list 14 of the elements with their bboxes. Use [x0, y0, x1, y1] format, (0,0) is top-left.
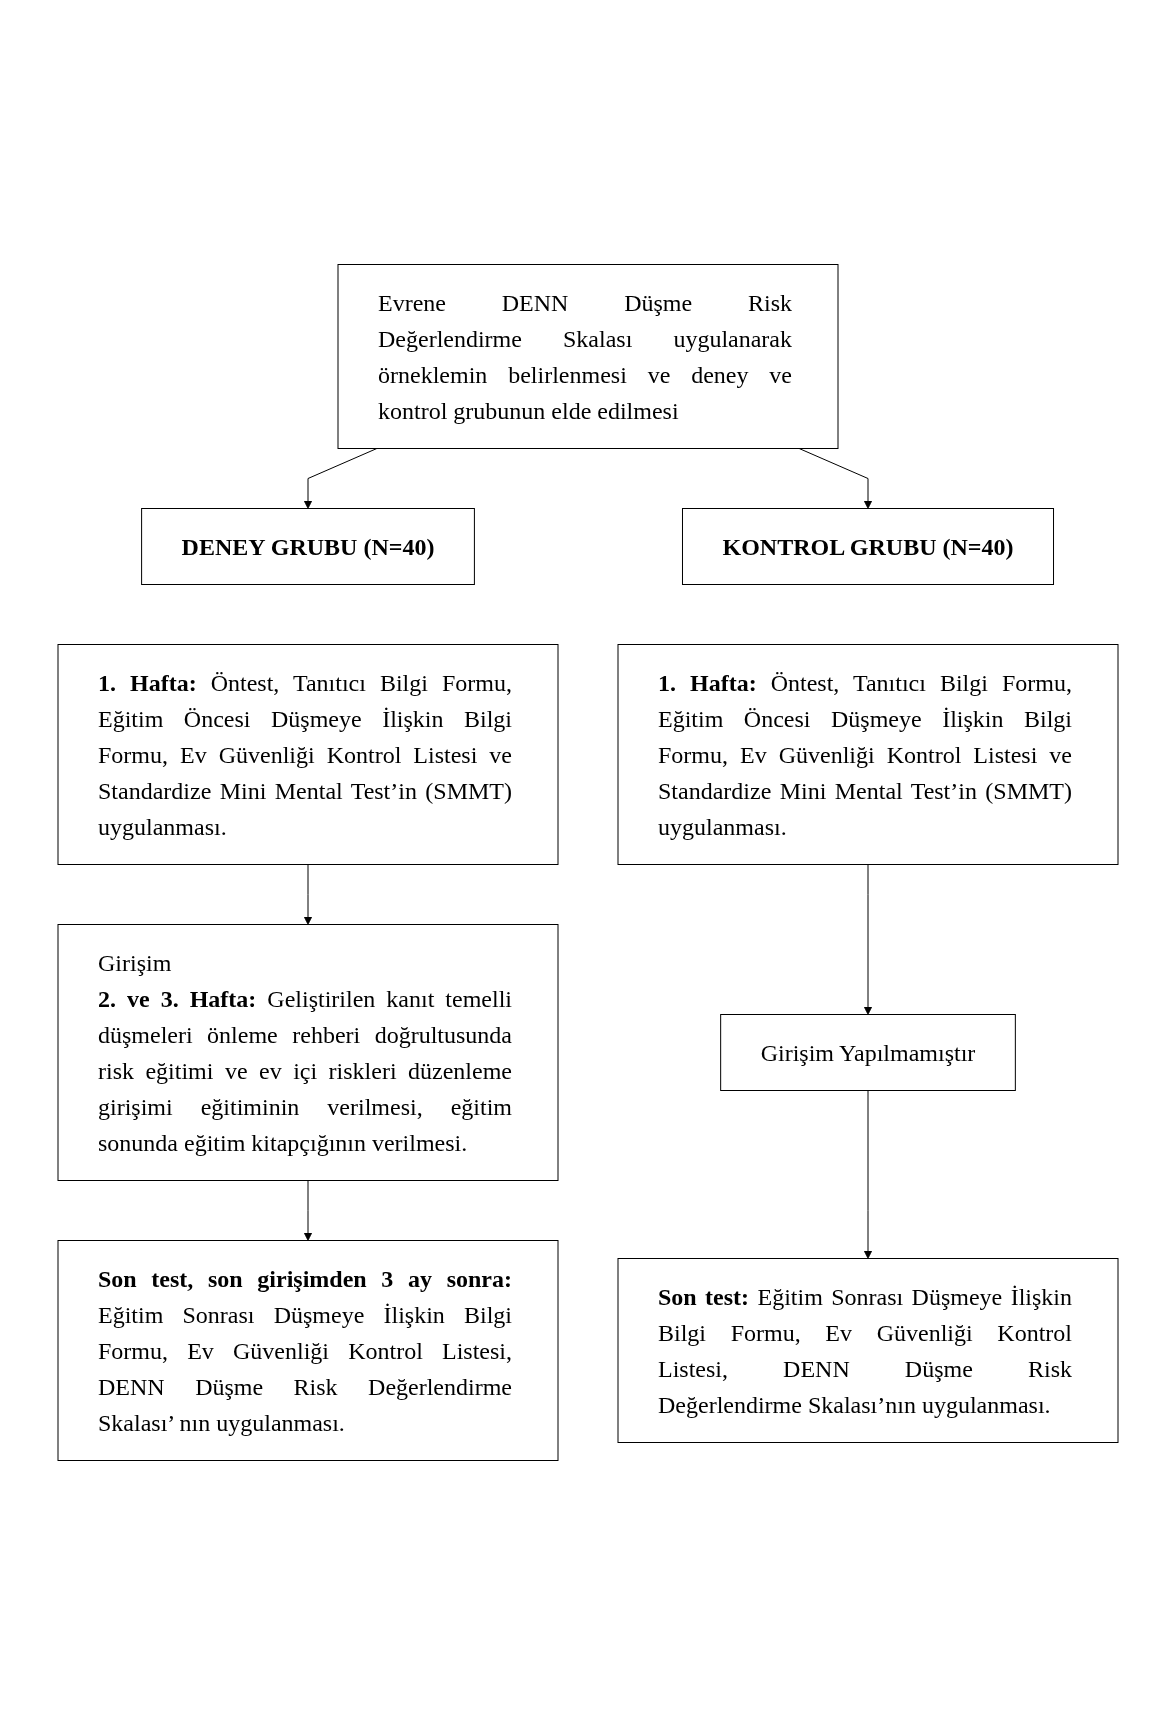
- arrow: [303, 1180, 313, 1241]
- node-box: 1. Hafta: Öntest, Tanıtıcı Bilgi Formu, Eğitim Öncesi Düşmeye İlişkin Bilgi Formu, Ev Güvenliği Kontrol Listesi ve Standardize Mini Mental Test’in (SMMT) uygulanması.: [57, 644, 559, 865]
- node-box: KONTROL GRUBU (N=40): [682, 508, 1054, 585]
- arrow: [798, 448, 873, 509]
- node-box: 1. Hafta: Öntest, Tanıtıcı Bilgi Formu, Eğitim Öncesi Düşmeye İlişkin Bilgi Formu, Ev Güvenliği Kontrol Listesi ve Standardize Mini Mental Test’in (SMMT) uygulanması.: [617, 644, 1119, 865]
- arrow: [303, 864, 313, 925]
- node-box: Son test, son girişimden 3 ay sonra: Eğitim Sonrası Düşmeye İlişkin Bilgi Formu, Ev Güvenliği Kontrol Listesi, DENN Düşme Risk Değerlendirme Skalası’ nın uygulanması.: [57, 1240, 559, 1461]
- node-box: Girişim 2. ve 3. Hafta: Geliştirilen kanıt temelli düşmeleri önleme rehberi doğrultusunda risk eğitimi ve ev içi riskleri düzenleme girişimi eğitiminin verilmesi, eğitim sonunda eğitim kitapçığının verilmesi.: [57, 924, 559, 1181]
- node-box: Son test: Eğitim Sonrası Düşmeye İlişkin Bilgi Formu, Ev Güvenliği Kontrol Listesi, DENN Düşme Risk Değerlendirme Skalası’nın uygulanması.: [617, 1258, 1119, 1443]
- node-box: DENEY GRUBU (N=40): [141, 508, 475, 585]
- node-box: Evrene DENN Düşme Risk Değerlendirme Skalası uygulanarak örneklemin belirlenmesi ve deney ve kontrol grubunun elde edilmesi: [337, 264, 839, 449]
- arrow: [863, 1090, 873, 1259]
- arrow: [863, 864, 873, 1015]
- node-box: Girişim Yapılmamıştır: [720, 1014, 1016, 1091]
